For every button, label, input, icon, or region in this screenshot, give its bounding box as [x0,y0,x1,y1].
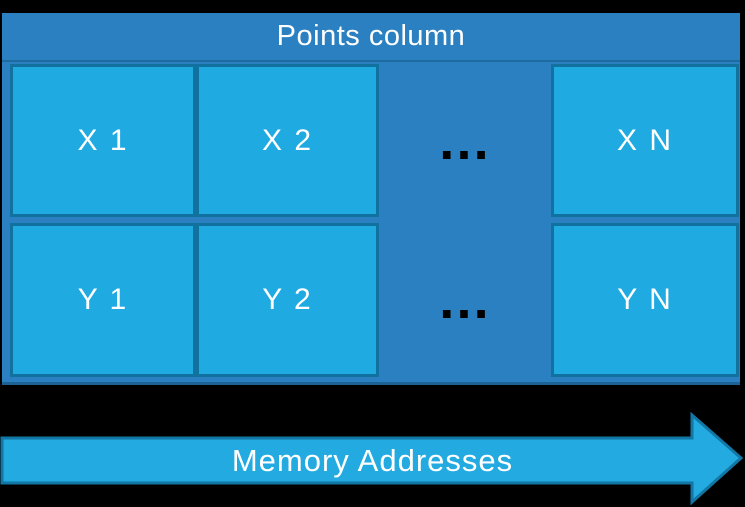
cell-y1: Y 1 [10,223,196,377]
cell-y2-label: Y 2 [262,283,313,316]
cell-yn-label: Y N [617,283,673,316]
ellipsis-dots: … [437,270,493,330]
cell-x1-label: X 1 [77,123,129,157]
cell-y2: Y 2 [196,223,379,377]
memory-addresses-arrow-icon [0,411,744,506]
cell-x2-label: X 2 [261,123,314,157]
cell-yn: Y N [551,223,739,377]
cell-xn: X N [551,64,739,217]
cell-y1-label: Y 1 [77,283,129,316]
memory-addresses-label: Memory Addresses [231,443,514,478]
ellipsis-row-y: … [379,223,551,377]
ellipsis-row-x: … [379,64,551,217]
cell-x2: X 2 [196,64,379,217]
cell-xn-label: X N [616,123,673,157]
panel-title: Points column [2,13,740,62]
cell-x1: X 1 [10,64,196,217]
ellipsis-dots: … [437,110,493,171]
